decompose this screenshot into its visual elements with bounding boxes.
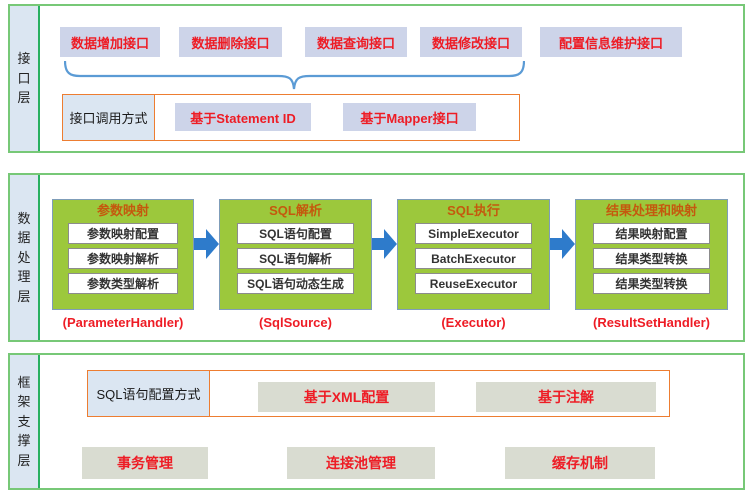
stage-caption: (SqlSource) <box>259 315 332 330</box>
feature-cache-mechanism-label: 缓存机制 <box>552 455 608 471</box>
sql-config-method-label-cell: SQL语句配置方式 <box>88 371 210 416</box>
stage-item: 参数映射解析 <box>68 248 178 269</box>
api-box-config-maintenance-label: 配置信息维护接口 <box>558 35 663 51</box>
call-option-statement-id-label: 基于Statement ID <box>190 110 296 126</box>
stage-item: 结果映射配置 <box>592 223 711 244</box>
flow-arrow-icon <box>372 229 397 259</box>
flow-arrow-icon <box>550 229 575 259</box>
call-method-label: 接口调用方式 <box>69 111 148 126</box>
api-box-update: 数据修改接口 <box>420 27 522 57</box>
stage-item: SQL语句动态生成 <box>236 273 355 294</box>
processing-layer-section: 数 据 处 理 层 参数映射 参数映射配置 参数映射解析 参数类型解析 (Par… <box>8 173 745 342</box>
stage-item: 结果类型转换 <box>592 273 711 294</box>
feature-connection-pool-label: 连接池管理 <box>326 455 396 471</box>
interface-layer-label-cell: 接 口 层 <box>10 6 40 151</box>
api-box-config-maintenance: 配置信息维护接口 <box>540 27 682 57</box>
stage-item: SQL语句配置 <box>236 223 355 244</box>
feature-transaction-management-label: 事务管理 <box>117 455 173 471</box>
call-option-statement-id: 基于Statement ID <box>175 103 311 131</box>
stage-result-handling: 结果处理和映射 结果映射配置 结果类型转换 结果类型转换 (ResultSetH… <box>575 199 728 330</box>
api-box-query: 数据查询接口 <box>305 27 407 57</box>
curly-brace-icon <box>63 59 526 95</box>
support-layer-label-cell: 框 架 支 撑 层 <box>10 355 40 488</box>
config-option-xml-label: 基于XML配置 <box>303 389 390 405</box>
stage-parameter-mapping-panel: 参数映射 参数映射配置 参数映射解析 参数类型解析 <box>52 199 194 310</box>
stage-sql-execution-panel: SQL执行 SimpleExecutor BatchExecutor Reuse… <box>397 199 550 310</box>
stage-item: 参数映射配置 <box>68 223 178 244</box>
stage-sql-parsing-panel: SQL解析 SQL语句配置 SQL语句解析 SQL语句动态生成 <box>219 199 372 310</box>
stage-item: BatchExecutor <box>414 248 533 269</box>
api-box-query-label: 数据查询接口 <box>316 35 395 51</box>
stage-title: SQL执行 <box>447 203 500 218</box>
stage-sql-parsing: SQL解析 SQL语句配置 SQL语句解析 SQL语句动态生成 (SqlSour… <box>219 199 372 330</box>
stage-title: 参数映射 <box>96 203 149 218</box>
interface-layer-section: 接 口 层 数据增加接口 数据删除接口 数据查询接口 数据修改接口 配置信息维护… <box>8 4 745 153</box>
feature-cache-mechanism: 缓存机制 <box>505 447 655 479</box>
stage-title: 结果处理和映射 <box>605 203 697 218</box>
feature-connection-pool: 连接池管理 <box>287 447 435 479</box>
call-method-container: 接口调用方式 基于Statement ID 基于Mapper接口 <box>62 94 520 141</box>
stage-item: SQL语句解析 <box>236 248 355 269</box>
api-box-update-label: 数据修改接口 <box>431 35 510 51</box>
api-box-delete: 数据删除接口 <box>179 27 282 57</box>
call-option-mapper: 基于Mapper接口 <box>343 103 476 131</box>
interface-layer-label: 接 口 层 <box>17 51 31 106</box>
sql-config-method-container: SQL语句配置方式 基于XML配置 基于注解 <box>87 370 670 417</box>
call-method-label-cell: 接口调用方式 <box>63 95 155 140</box>
config-option-annotation-label: 基于注解 <box>538 389 594 405</box>
support-layer-label: 框 架 支 撑 层 <box>17 374 31 468</box>
processing-layer-label: 数 据 处 理 层 <box>17 210 31 304</box>
stage-item: ReuseExecutor <box>414 273 533 294</box>
config-option-xml: 基于XML配置 <box>258 382 435 412</box>
stage-caption: (ParameterHandler) <box>62 315 184 330</box>
stage-sql-execution: SQL执行 SimpleExecutor BatchExecutor Reuse… <box>397 199 550 330</box>
flow-arrow-icon <box>194 229 219 259</box>
stage-title: SQL解析 <box>269 203 322 218</box>
stage-item: 结果类型转换 <box>592 248 711 269</box>
stage-parameter-mapping: 参数映射 参数映射配置 参数映射解析 参数类型解析 (ParameterHand… <box>52 199 194 330</box>
call-option-mapper-label: 基于Mapper接口 <box>360 110 459 126</box>
stage-caption: (ResultSetHandler) <box>592 315 711 330</box>
stage-result-handling-panel: 结果处理和映射 结果映射配置 结果类型转换 结果类型转换 <box>575 199 728 310</box>
api-box-insert: 数据增加接口 <box>60 27 160 57</box>
feature-transaction-management: 事务管理 <box>82 447 208 479</box>
stage-item: SimpleExecutor <box>414 223 533 244</box>
api-box-insert-label: 数据增加接口 <box>70 35 149 51</box>
api-box-delete-label: 数据删除接口 <box>191 35 270 51</box>
config-option-annotation: 基于注解 <box>476 382 656 412</box>
sql-config-method-label: SQL语句配置方式 <box>96 387 201 402</box>
support-layer-section: 框 架 支 撑 层 SQL语句配置方式 基于XML配置 基于注解 事务管理 连接… <box>8 353 745 490</box>
processing-pipeline: 参数映射 参数映射配置 参数映射解析 参数类型解析 (ParameterHand… <box>52 199 728 330</box>
stage-caption: (Executor) <box>441 315 506 330</box>
stage-item: 参数类型解析 <box>68 273 178 294</box>
processing-layer-label-cell: 数 据 处 理 层 <box>10 175 40 340</box>
